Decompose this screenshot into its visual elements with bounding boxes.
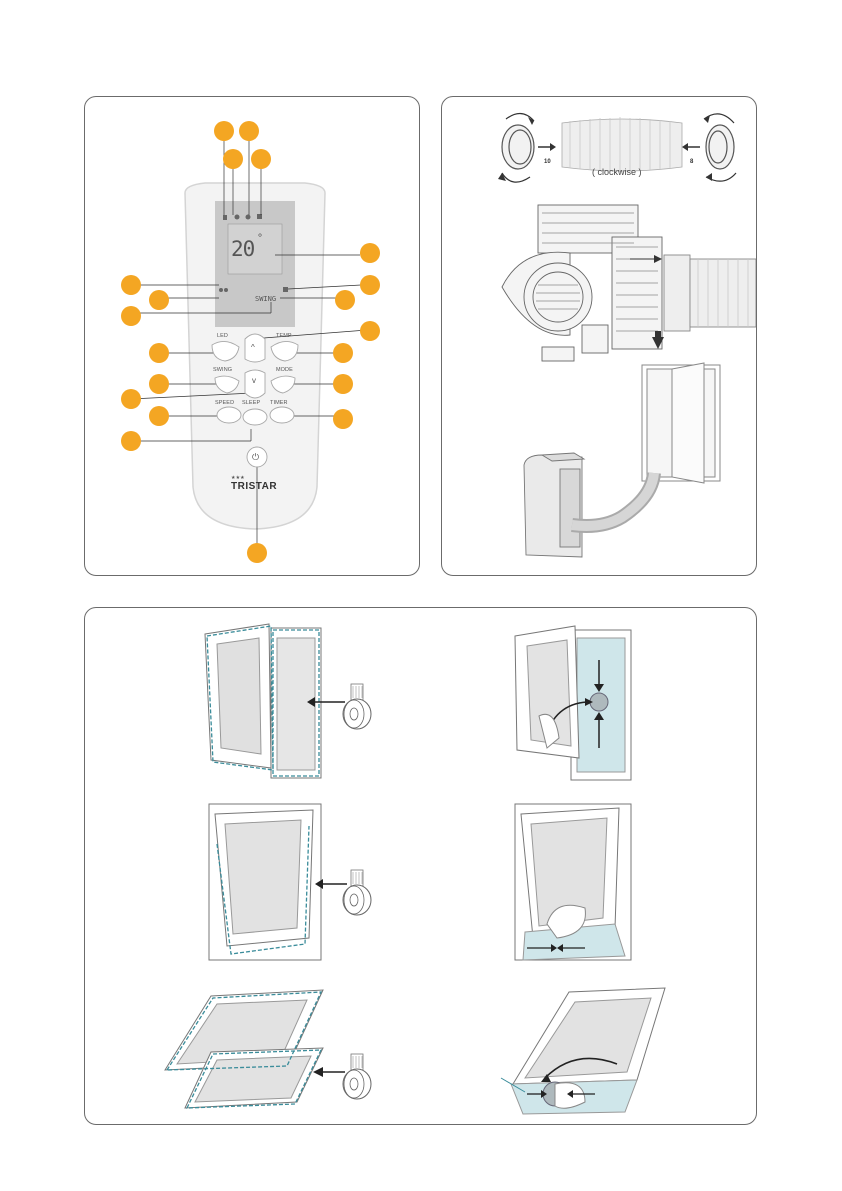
unit-adapter-ring: [704, 114, 736, 181]
up-button-glyph[interactable]: ^: [251, 343, 255, 352]
mode-button-label[interactable]: MODE: [276, 367, 293, 373]
sleep-button-label[interactable]: SLEEP: [242, 400, 260, 406]
timer-button-label[interactable]: TIMER: [270, 400, 288, 406]
timer-button-shape: [270, 407, 294, 423]
remote-control-panel: 20 ° SWING LED TEMP SWING MODE SPEED SLE…: [84, 96, 420, 576]
hose-installation-panel: ( clockwise ) 10 8: [441, 96, 757, 576]
right-callout-number: 8: [690, 159, 693, 165]
lcd-temperature: 20: [231, 237, 254, 261]
tophung-window-tape: [209, 804, 371, 960]
lcd-mode-text: SWING: [255, 295, 276, 303]
speed-button-label[interactable]: SPEED: [215, 400, 234, 406]
window-seal-illustrations: [85, 608, 756, 1124]
lcd-degree-sign: °: [257, 233, 263, 244]
up-button-shape: [245, 334, 265, 362]
casement-window-installed: [515, 626, 631, 780]
led-button-label[interactable]: LED: [217, 333, 228, 339]
window-seal-panel: [84, 607, 757, 1125]
open-window: [642, 363, 720, 483]
hose-end-connector: [664, 255, 756, 331]
remote-illustration: [85, 97, 419, 575]
brand-logo: TRISTAR: [231, 481, 277, 492]
down-button-glyph[interactable]: v: [252, 376, 256, 385]
swing-button-label[interactable]: SWING: [213, 367, 232, 373]
left-callout-number: 10: [544, 159, 551, 165]
clockwise-caption: ( clockwise ): [592, 167, 642, 177]
temp-button-label[interactable]: TEMP: [276, 333, 292, 339]
portable-unit: [524, 453, 584, 557]
casement-window-tape: [205, 624, 371, 778]
tophung-window-installed: [515, 804, 631, 960]
speed-button-shape: [217, 407, 241, 423]
power-icon[interactable]: ⏻: [252, 452, 259, 463]
roof-window-installed: [501, 988, 665, 1114]
roof-window-tape: [165, 990, 371, 1108]
sleep-button-shape: [243, 409, 267, 425]
window-adapter-ring: [502, 113, 534, 182]
